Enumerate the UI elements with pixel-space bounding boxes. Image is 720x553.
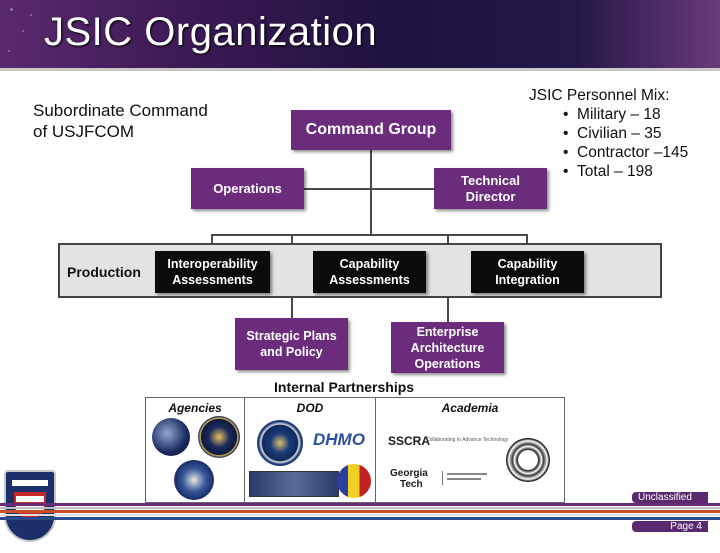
personnel-heading: JSIC Personnel Mix:	[529, 87, 670, 104]
interoperability-assessments-box: Interoperability Assessments	[155, 251, 270, 293]
sscra-logo: SSCRA	[388, 434, 431, 448]
operations-box: Operations	[191, 168, 304, 209]
personnel-item: • Total – 198	[563, 163, 653, 180]
command-group-box: Command Group	[291, 110, 451, 150]
connector-staff	[304, 188, 434, 190]
page-number: Page 4	[632, 521, 708, 532]
title-divider	[0, 68, 720, 71]
personnel-item-text: Total – 198	[577, 163, 653, 180]
connector-drop	[211, 234, 213, 251]
partnerships-heading: Internal Partnerships	[274, 379, 415, 395]
connector-trunk	[370, 150, 372, 234]
jfcom-seal-icon	[4, 470, 56, 542]
production-label: Production	[67, 264, 141, 280]
subtitle-line-1: Subordinate Command	[33, 101, 208, 120]
agency-seal-icon	[152, 418, 190, 456]
georgia-tech-subtext	[442, 471, 491, 485]
technical-director-box: Technical Director	[434, 168, 547, 209]
dod-panel: DOD DHMO	[244, 397, 376, 503]
classification-label: Unclassified	[632, 492, 708, 503]
personnel-item-text: Civilian – 35	[577, 125, 662, 142]
dod-banner-logo	[249, 471, 339, 497]
connector-drop	[526, 234, 528, 251]
enterprise-architecture-box: Enterprise Architecture Operations	[391, 322, 504, 373]
agency-seal-icon	[174, 460, 214, 500]
personnel-item: • Military – 18	[563, 106, 661, 123]
title-bar: JSIC Organization	[0, 0, 720, 68]
dod-heading: DOD	[296, 401, 324, 415]
subtitle-line-2: of USJFCOM	[33, 122, 135, 141]
personnel-item-text: Contractor –145	[577, 144, 689, 161]
sscra-tagline: Collaborating to Advance Technology	[426, 437, 509, 443]
dhmo-logo: DHMO	[313, 430, 365, 449]
personnel-item: • Contractor –145	[563, 144, 689, 161]
georgia-tech-logo-line1: Georgia	[390, 468, 428, 479]
capability-assessments-box: Capability Assessments	[313, 251, 426, 293]
nsa-seal-icon	[257, 420, 303, 466]
flag-seal-icon	[337, 464, 371, 498]
capability-integration-box: Capability Integration	[471, 251, 584, 293]
personnel-item: • Civilian – 35	[563, 125, 662, 142]
georgia-tech-logo-line2: Tech	[400, 479, 423, 490]
dod-eagle-seal-icon	[198, 416, 240, 458]
strategic-plans-box: Strategic Plans and Policy	[235, 318, 348, 370]
agencies-panel: Agencies	[145, 397, 245, 503]
personnel-item-text: Military – 18	[577, 106, 661, 123]
agencies-heading: Agencies	[168, 401, 222, 415]
connector-production-bus	[211, 234, 526, 236]
university-seal-icon	[506, 438, 550, 482]
academia-heading: Academia	[441, 401, 499, 415]
academia-panel: Academia SSCRA Collaborating to Advance …	[375, 397, 565, 503]
slide-title: JSIC Organization	[44, 10, 378, 54]
